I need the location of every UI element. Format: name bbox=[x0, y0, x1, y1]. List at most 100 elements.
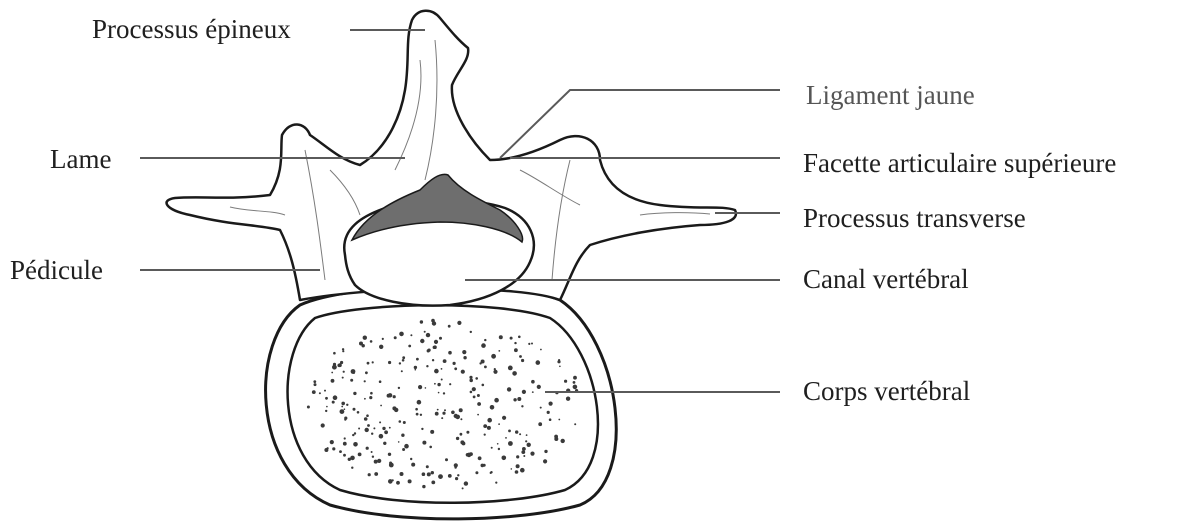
bone-texture-dot bbox=[353, 442, 358, 447]
bone-texture-dot bbox=[502, 456, 507, 461]
bone-texture-dot bbox=[439, 337, 442, 340]
bone-texture-dot bbox=[448, 325, 451, 328]
bone-texture-dot bbox=[462, 350, 466, 354]
bone-texture-dot bbox=[449, 383, 451, 385]
bone-texture-dot bbox=[420, 320, 423, 323]
bone-texture-dot bbox=[372, 361, 374, 363]
bone-texture-dot bbox=[547, 411, 550, 414]
bone-texture-dot bbox=[414, 366, 417, 369]
bone-texture-dot bbox=[522, 390, 526, 394]
bone-texture-dot bbox=[477, 394, 480, 397]
bone-texture-dot bbox=[408, 345, 411, 348]
bone-texture-dot bbox=[430, 430, 434, 434]
bone-texture-dot bbox=[382, 338, 384, 340]
bone-texture-dot bbox=[518, 336, 521, 339]
bone-texture-dot bbox=[477, 414, 479, 416]
bone-texture-dot bbox=[566, 397, 570, 401]
bone-texture-dot bbox=[487, 426, 491, 430]
bone-texture-dot bbox=[561, 439, 565, 443]
bone-texture-dot bbox=[464, 481, 468, 485]
bone-texture-dot bbox=[331, 379, 335, 383]
bone-texture-dot bbox=[442, 412, 445, 415]
bone-texture-dot bbox=[344, 408, 346, 410]
bone-texture-dot bbox=[456, 437, 459, 440]
bone-texture-dot bbox=[532, 391, 534, 393]
bone-texture-dot bbox=[325, 397, 328, 400]
bone-texture-dot bbox=[487, 418, 492, 423]
bone-texture-dot bbox=[401, 370, 403, 372]
bone-texture-dot bbox=[344, 419, 346, 421]
bone-texture-dot bbox=[443, 392, 445, 394]
bone-texture-dot bbox=[482, 384, 485, 387]
bone-texture-dot bbox=[410, 458, 412, 460]
bone-texture-dot bbox=[443, 359, 447, 363]
bone-texture-dot bbox=[371, 433, 373, 435]
bone-texture-dot bbox=[477, 402, 481, 406]
bone-texture-dot bbox=[434, 383, 436, 385]
vertebral-body bbox=[266, 286, 617, 519]
bone-texture-dot bbox=[519, 355, 522, 358]
bone-texture-dot bbox=[415, 369, 417, 371]
label-facette-articulaire: Facette articulaire supérieure bbox=[803, 150, 1116, 177]
bone-texture-dot bbox=[374, 460, 378, 464]
bone-texture-dot bbox=[537, 385, 541, 389]
bone-texture-dot bbox=[549, 402, 553, 406]
bone-texture-dot bbox=[371, 451, 373, 453]
bone-texture-dot bbox=[365, 428, 369, 432]
bone-texture-dot bbox=[421, 428, 423, 430]
bone-texture-dot bbox=[483, 424, 487, 428]
bone-texture-dot bbox=[493, 370, 497, 374]
label-processus-epineux: Processus épineux bbox=[92, 16, 291, 43]
bone-texture-dot bbox=[372, 456, 374, 458]
bone-texture-dot bbox=[469, 452, 473, 456]
bone-texture-dot bbox=[326, 406, 328, 408]
bone-texture-dot bbox=[341, 406, 343, 408]
bone-texture-dot bbox=[402, 359, 405, 362]
bone-texture-dot bbox=[498, 350, 500, 352]
bone-texture-dot bbox=[358, 453, 362, 457]
bone-texture-dot bbox=[512, 371, 517, 376]
bone-texture-dot bbox=[369, 396, 372, 399]
bone-texture-dot bbox=[313, 380, 316, 383]
bone-texture-dot bbox=[429, 446, 432, 449]
bone-texture-dot bbox=[448, 351, 452, 355]
bone-texture-dot bbox=[426, 365, 428, 367]
bone-texture-dot bbox=[540, 407, 542, 409]
bone-texture-dot bbox=[416, 358, 419, 361]
bone-texture-dot bbox=[373, 427, 375, 429]
bone-texture-dot bbox=[366, 447, 369, 450]
bone-texture-dot bbox=[441, 379, 443, 381]
bone-texture-dot bbox=[366, 414, 369, 417]
bone-texture-dot bbox=[398, 387, 400, 389]
bone-texture-dot bbox=[380, 405, 382, 407]
bone-texture-dot bbox=[466, 453, 470, 457]
bone-texture-dot bbox=[427, 472, 431, 476]
bone-texture-dot bbox=[392, 479, 394, 481]
bone-texture-dot bbox=[481, 343, 486, 348]
bone-texture-dot bbox=[543, 459, 547, 463]
bone-texture-dot bbox=[383, 442, 386, 445]
bone-texture-dot bbox=[364, 398, 366, 400]
bone-texture-dot bbox=[324, 390, 326, 392]
bone-texture-dot bbox=[521, 405, 523, 407]
bone-texture-dot bbox=[531, 343, 533, 345]
bone-texture-dot bbox=[341, 402, 345, 406]
bone-texture-dot bbox=[513, 398, 516, 401]
bone-texture-dot bbox=[399, 362, 401, 364]
bone-texture-dot bbox=[527, 443, 531, 447]
bone-texture-dot bbox=[554, 437, 558, 441]
bone-texture-dot bbox=[448, 474, 452, 478]
bone-texture-dot bbox=[362, 344, 365, 347]
bone-texture-dot bbox=[353, 392, 356, 395]
bone-texture-dot bbox=[402, 356, 405, 359]
bone-texture-dot bbox=[415, 408, 418, 411]
bone-texture-dot bbox=[511, 468, 513, 470]
bone-texture-dot bbox=[314, 383, 317, 386]
bone-texture-dot bbox=[521, 450, 525, 454]
bone-texture-dot bbox=[377, 459, 381, 463]
bone-texture-dot bbox=[402, 448, 405, 451]
bone-texture-dot bbox=[364, 417, 368, 421]
bone-texture-dot bbox=[433, 345, 437, 349]
bone-texture-dot bbox=[521, 359, 524, 362]
bone-texture-dot bbox=[558, 419, 560, 421]
